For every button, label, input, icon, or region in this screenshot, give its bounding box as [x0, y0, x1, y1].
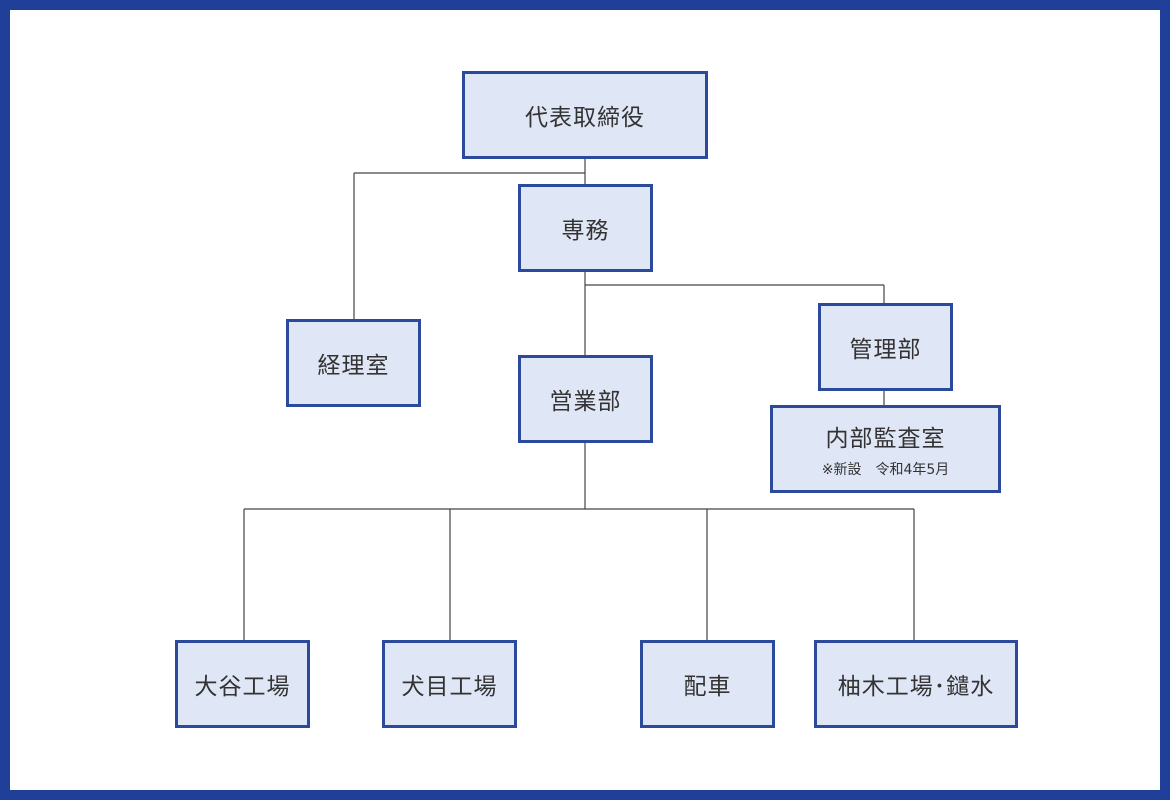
node-accounting: 経理室: [286, 319, 421, 407]
node-sales-label: 営業部: [549, 389, 622, 415]
node-yuzuki-factory: 柚木工場･鑓水: [814, 640, 1018, 728]
node-internal-audit-label: 内部監査室: [825, 426, 946, 452]
connector-lines: [243, 157, 915, 641]
org-chart-canvas: 代表取締役 専務 経理室 営業部 管理部 内部監査室 ※新設 令和4年5月 大谷…: [10, 10, 1160, 790]
node-senmu: 専務: [518, 184, 653, 272]
node-yuzuki-factory-label: 柚木工場･鑓水: [837, 674, 995, 700]
node-sales: 営業部: [518, 355, 653, 443]
node-internal-audit-note: ※新設 令和4年5月: [821, 462, 950, 478]
node-dispatch: 配車: [640, 640, 775, 728]
node-otani-factory-label: 大谷工場: [194, 674, 291, 700]
node-otani-factory: 大谷工場: [175, 640, 310, 728]
node-dispatch-label: 配車: [683, 674, 732, 700]
node-ceo: 代表取締役: [462, 71, 708, 159]
node-senmu-label: 専務: [561, 218, 610, 244]
node-accounting-label: 経理室: [317, 353, 390, 379]
node-internal-audit: 内部監査室 ※新設 令和4年5月: [770, 405, 1001, 493]
node-inume-factory-label: 犬目工場: [401, 674, 498, 700]
node-management: 管理部: [818, 303, 953, 391]
node-inume-factory: 犬目工場: [382, 640, 517, 728]
node-management-label: 管理部: [849, 337, 922, 363]
node-ceo-label: 代表取締役: [525, 105, 645, 131]
